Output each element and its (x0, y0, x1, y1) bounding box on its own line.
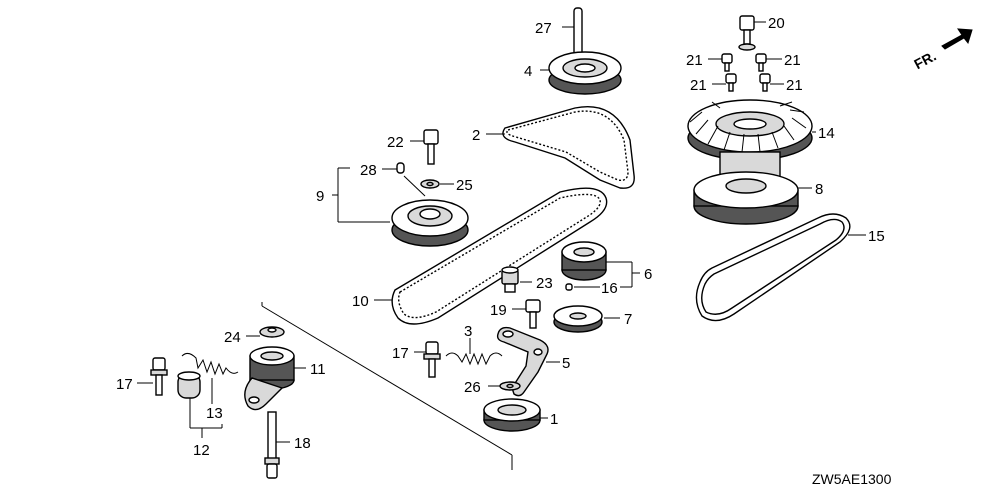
part-28-key: 28 (360, 162, 426, 197)
part-7-gear: 7 (553, 305, 632, 333)
part-6-crank-gear: 6 (561, 241, 652, 287)
part-8-drive-pulley: 8 (693, 151, 823, 225)
part-26-washer: 26 (464, 379, 521, 396)
callout-24: 24 (224, 329, 241, 346)
part-12-bracket: 12 (189, 398, 223, 459)
callout-18: 18 (294, 435, 311, 452)
callout-21a: 21 (686, 52, 703, 69)
callout-12: 12 (193, 442, 210, 459)
part-21-bolt-a: 21 (686, 52, 733, 72)
part-collar (177, 371, 201, 399)
callout-4: 4 (524, 63, 532, 80)
callout-16: 16 (601, 280, 618, 297)
callout-27: 27 (535, 20, 552, 37)
callout-13: 13 (206, 405, 223, 422)
callout-21c: 21 (690, 77, 707, 94)
callout-17b: 17 (392, 345, 409, 362)
part-9-cam-pulley: 9 (316, 167, 469, 247)
callout-3: 3 (464, 323, 472, 340)
callout-21b: 21 (784, 52, 801, 69)
part-21-bolt-d: 21 (759, 73, 803, 94)
callout-5: 5 (562, 355, 570, 372)
callout-6: 6 (644, 266, 652, 283)
part-22-bolt: 22 (387, 129, 439, 165)
front-direction-indicator: FR. (911, 28, 973, 73)
callout-11: 11 (310, 361, 326, 378)
part-23-nut: 23 (501, 266, 553, 293)
callout-22: 22 (387, 134, 404, 151)
callout-14: 14 (818, 125, 835, 142)
callout-9: 9 (316, 188, 324, 205)
part-4-toothed-pulley: 4 (524, 51, 622, 95)
callout-10: 10 (352, 293, 369, 310)
part-21-bolt-c: 21 (690, 73, 737, 94)
direction-label: FR. (911, 48, 938, 73)
callout-8: 8 (815, 181, 823, 198)
part-17-bolt-left: 17 (116, 357, 168, 396)
callout-17a: 17 (116, 376, 133, 393)
direction-arrow-icon (941, 28, 973, 50)
diagram-code: ZW5AE1300 (812, 471, 892, 487)
callout-21d: 21 (786, 77, 803, 94)
callout-19: 19 (490, 302, 507, 319)
part-13-spring: 13 (181, 352, 239, 422)
part-18-stud-bolt: 18 (264, 411, 311, 479)
part-14-flywheel-fan: 14 (687, 99, 835, 161)
part-25-washer: 25 (420, 177, 473, 194)
part-1-idler-pulley: 1 (483, 398, 558, 432)
part-27-pin: 27 (535, 7, 583, 57)
part-5-tensioner-arm: 5 (496, 326, 570, 397)
callout-15: 15 (868, 228, 885, 245)
callout-28: 28 (360, 162, 377, 179)
part-24-washer: 24 (224, 326, 285, 346)
callout-7: 7 (624, 311, 632, 328)
callout-23: 23 (536, 275, 553, 292)
part-21-bolt-b: 21 (755, 52, 801, 72)
callout-20: 20 (768, 15, 785, 32)
part-17-bolt-right: 17 (392, 341, 441, 378)
callout-2: 2 (472, 127, 480, 144)
part-15-v-belt: 15 (695, 213, 885, 322)
part-11-tensioner-pulley: 11 (244, 346, 326, 411)
part-3-spring: 3 (445, 323, 503, 366)
fan-fins (689, 101, 807, 153)
part-20-bolt: 20 (738, 15, 785, 51)
part-2-timing-belt: 2 (472, 106, 635, 189)
callout-25: 25 (456, 177, 473, 194)
part-19-bolt: 19 (490, 299, 541, 329)
callout-26: 26 (464, 379, 481, 396)
part-10-timing-belt: 10 (352, 187, 608, 325)
assembly-diagonal-guide-lines (261, 302, 513, 470)
part-16-key: 16 (565, 280, 632, 297)
callout-1: 1 (550, 411, 558, 428)
